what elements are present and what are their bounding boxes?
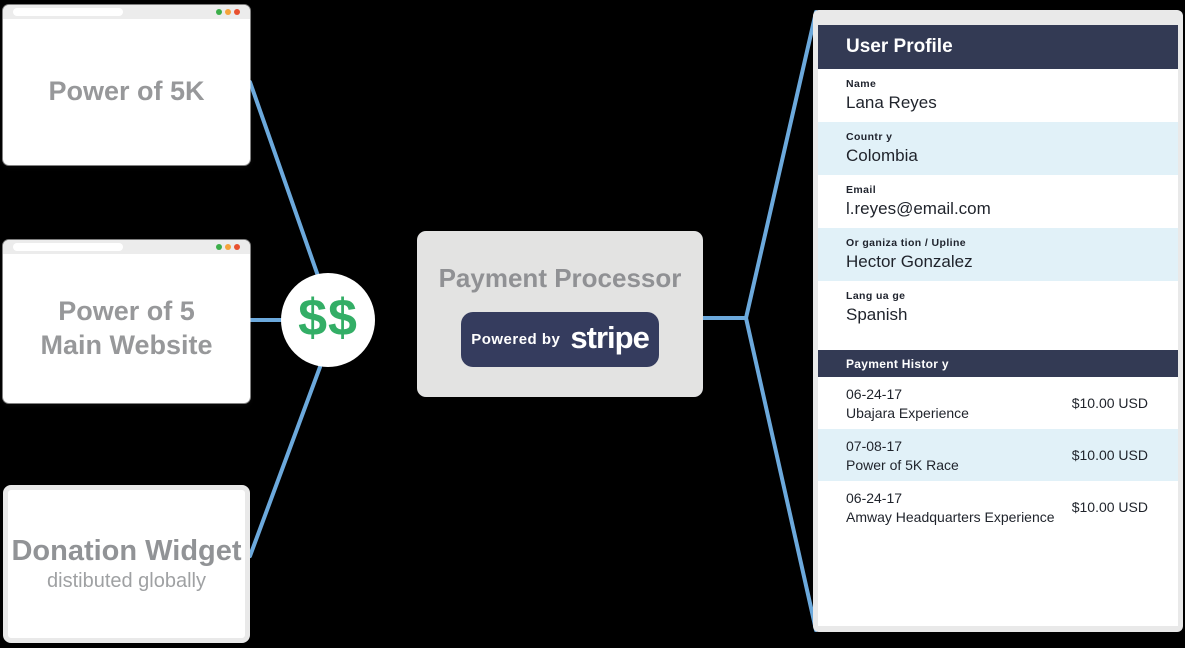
window-dot-green-icon xyxy=(216,9,222,15)
field-row-language: Lang ua ge Spanish xyxy=(818,281,1178,334)
browser-body: Power of 5K xyxy=(3,19,250,165)
url-bar xyxy=(13,8,123,16)
field-value: Lana Reyes xyxy=(846,93,937,112)
browser-chrome xyxy=(3,240,250,254)
field-value: Colombia xyxy=(846,146,918,165)
window-dot-red-icon xyxy=(234,244,240,250)
browser-window-main-website: Power of 5 Main Website xyxy=(3,240,250,403)
field-value: l.reyes@email.com xyxy=(846,199,991,218)
field-label: Countr y xyxy=(846,131,893,143)
dollar-signs-icon: $$ xyxy=(298,289,358,347)
user-profile-panel: User Profile Name Lana Reyes Countr y Co… xyxy=(813,10,1183,632)
field-label: Or ganiza tion / Upline xyxy=(846,237,967,249)
payment-history-header: Payment Histor y xyxy=(818,350,1178,377)
payment-row-left: 07-08-17 Power of 5K Race xyxy=(846,438,959,473)
line-5k-to-money xyxy=(248,80,320,278)
payment-date: 06-24-17 xyxy=(846,385,903,402)
payment-item: Amway Headquarters Experience xyxy=(846,508,1055,525)
payment-row: 06-24-17 Amway Headquarters Experience $… xyxy=(818,481,1178,533)
window-dot-green-icon xyxy=(216,244,222,250)
window-control-dots xyxy=(216,244,240,250)
payment-amount: $10.00 USD xyxy=(1071,499,1148,515)
donation-widget-title: Donation Widget xyxy=(11,535,242,567)
payment-row-left: 06-24-17 Ubajara Experience xyxy=(846,386,969,421)
payment-item: Ubajara Experience xyxy=(846,404,969,421)
title-line-1: Power of 5 xyxy=(58,295,195,326)
payment-amount: $10.00 USD xyxy=(1071,395,1148,411)
payment-amount: $10.00 USD xyxy=(1071,447,1148,463)
field-label: Lang ua ge xyxy=(846,290,906,302)
payment-date: 06-24-17 xyxy=(846,489,903,506)
field-value: Spanish xyxy=(846,305,908,324)
field-label: Email xyxy=(846,184,877,196)
line-branch-bottom xyxy=(744,316,818,632)
payment-processor-box: Payment Processor Powered by stripe xyxy=(417,231,703,397)
window-dot-orange-icon xyxy=(225,9,231,15)
window-dot-orange-icon xyxy=(225,244,231,250)
field-row-organization: Or ganiza tion / Upline Hector Gonzalez xyxy=(818,228,1178,281)
payment-date: 07-08-17 xyxy=(846,437,903,454)
field-row-country: Countr y Colombia xyxy=(818,122,1178,175)
spacer xyxy=(818,334,1178,350)
window-title-main-website: Power of 5 Main Website xyxy=(40,295,212,363)
payment-row: 07-08-17 Power of 5K Race $10.00 USD xyxy=(818,429,1178,481)
payment-row: 06-24-17 Ubajara Experience $10.00 USD xyxy=(818,377,1178,429)
payment-item: Power of 5K Race xyxy=(846,456,959,473)
payment-processor-title: Payment Processor xyxy=(438,263,682,293)
donation-widget-box: Donation Widget distibuted globally xyxy=(3,485,250,643)
field-row-name: Name Lana Reyes xyxy=(818,69,1178,122)
donation-widget-subtitle: distibuted globally xyxy=(47,570,206,592)
browser-chrome xyxy=(3,5,250,19)
line-branch-top xyxy=(744,10,818,320)
title-line-2: Main Website xyxy=(40,329,213,360)
window-title-power-of-5k: Power of 5K xyxy=(48,76,205,107)
window-dot-red-icon xyxy=(234,9,240,15)
field-row-email: Email l.reyes@email.com xyxy=(818,175,1178,228)
url-bar xyxy=(13,243,123,251)
user-profile-header: User Profile xyxy=(818,25,1178,69)
browser-body: Power of 5 Main Website xyxy=(3,254,250,403)
money-circle: $$ xyxy=(281,273,375,367)
user-profile-panel-inner: User Profile Name Lana Reyes Countr y Co… xyxy=(818,25,1178,626)
line-widget-to-money xyxy=(248,365,322,558)
window-control-dots xyxy=(216,9,240,15)
stripe-logo: stripe xyxy=(570,319,649,355)
powered-by-stripe-badge[interactable]: Powered by stripe xyxy=(461,312,659,367)
payment-row-left: 06-24-17 Amway Headquarters Experience xyxy=(846,490,1055,525)
powered-by-label: Powered by xyxy=(471,331,561,348)
browser-window-power-of-5k: Power of 5K xyxy=(3,5,250,165)
field-value: Hector Gonzalez xyxy=(846,252,973,271)
field-label: Name xyxy=(846,78,877,90)
